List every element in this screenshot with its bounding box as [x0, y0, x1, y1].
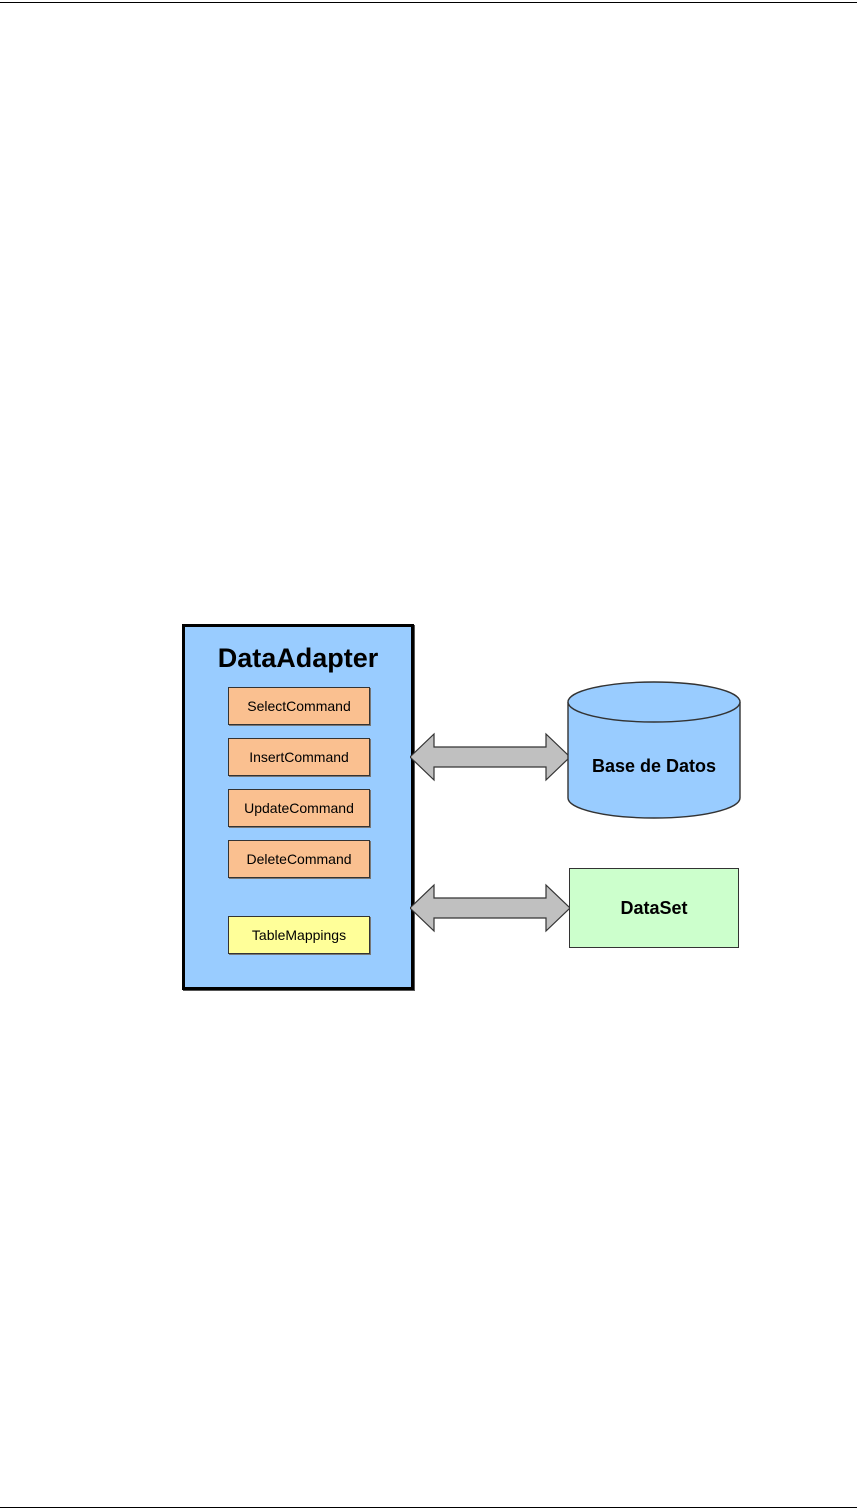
database-cylinder-icon [567, 681, 741, 819]
dataset-label: DataSet [620, 897, 688, 918]
table-mappings-box: TableMappings [228, 916, 370, 954]
dataset-box: DataSet [569, 868, 739, 948]
select-command-box: SelectCommand [228, 687, 370, 725]
adapter-dataset-arrow [410, 883, 570, 933]
database-label: Base de Datos [591, 756, 717, 776]
adapter-database-arrow [410, 732, 570, 782]
dataadapter-box: DataAdapter SelectCommand InsertCommand … [182, 624, 414, 990]
update-command-box: UpdateCommand [228, 789, 370, 827]
delete-command-box: DeleteCommand [228, 840, 370, 878]
page-top-rule [0, 2, 857, 3]
insert-command-box: InsertCommand [228, 738, 370, 776]
page-bottom-rule [0, 1507, 857, 1508]
dataadapter-title: DataAdapter [217, 643, 379, 673]
